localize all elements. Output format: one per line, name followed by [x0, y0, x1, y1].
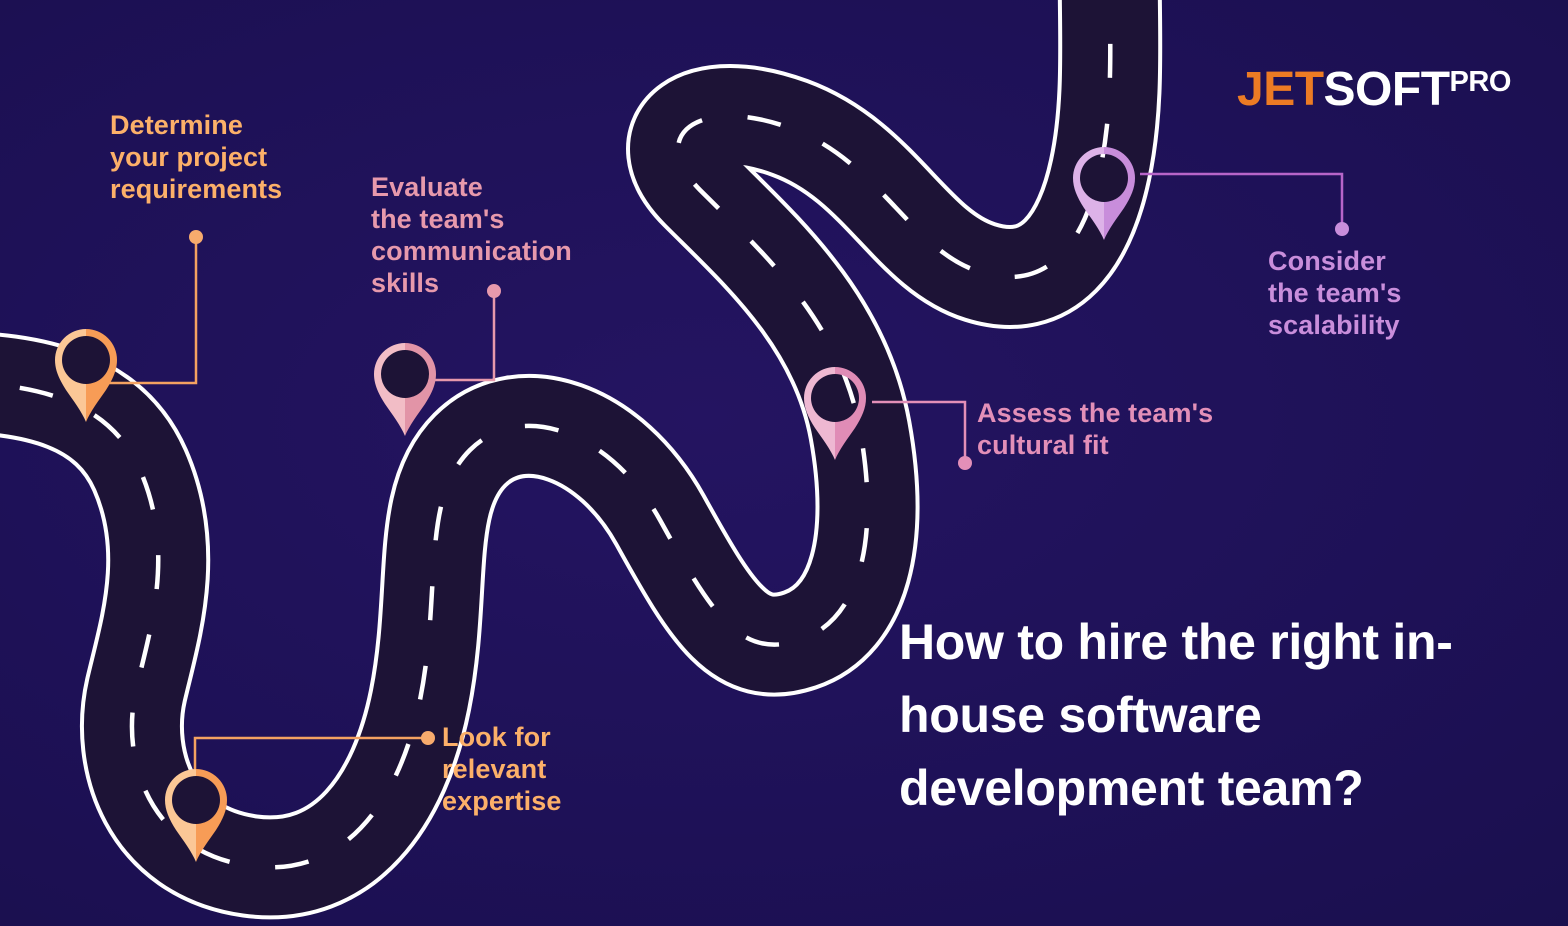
- connector-assess-cultural-fit: [872, 400, 972, 470]
- map-pin-evaluate-communication[interactable]: [374, 343, 436, 436]
- page-title: How to hire the right in-house software …: [899, 614, 1453, 816]
- brand-logo: JETSOFTPRO: [1237, 66, 1511, 114]
- road-path-group: [0, 0, 1163, 920]
- connector-consider-scalability: [1140, 172, 1349, 236]
- map-pin-look-expertise[interactable]: [165, 769, 227, 862]
- logo-text-jet: JET: [1237, 63, 1324, 116]
- step-label-consider-scalability: Consider the team's scalability: [1268, 246, 1402, 340]
- connector-determine-requirements: [100, 230, 203, 385]
- map-pin-determine-requirements[interactable]: [55, 329, 117, 422]
- connector-evaluate-communication: [420, 284, 501, 382]
- step-label-assess-cultural-fit: Assess the team's cultural fit: [977, 398, 1214, 460]
- logo-text-soft: SOFT: [1323, 63, 1451, 116]
- road-centre-dashes: [0, 0, 1113, 870]
- step-label-look-expertise: Look for relevant expertise: [442, 722, 562, 816]
- step-label-evaluate-communication: Evaluate the team's communication skills: [371, 172, 572, 298]
- logo-text-pro: PRO: [1449, 66, 1512, 98]
- step-label-determine-requirements: Determine your project requirements: [110, 110, 283, 204]
